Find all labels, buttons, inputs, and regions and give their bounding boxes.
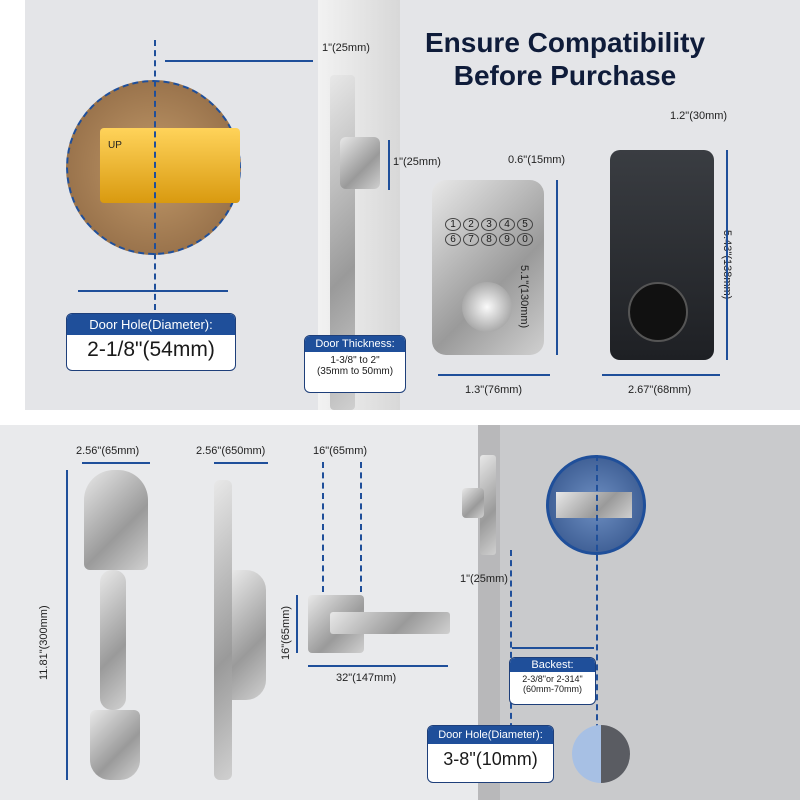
- faceplate-width-label: 1"(25mm): [322, 42, 370, 54]
- door-thickness-line1: 1-3/8" to 2": [330, 355, 380, 366]
- door-hole-header: Door Hole(Diameter):: [67, 314, 235, 335]
- lever-side-label: 16"(65mm): [280, 605, 292, 660]
- key-4[interactable]: 4: [499, 218, 515, 231]
- lever-width-line: [308, 665, 448, 667]
- backset-line: [512, 647, 594, 649]
- keypad-keys: 1 2 3 4 5 6 7 8 9 0: [445, 218, 533, 246]
- key-7[interactable]: 7: [463, 233, 479, 246]
- keypad-height-line: [556, 180, 558, 355]
- key-8[interactable]: 8: [481, 233, 497, 246]
- latch-bolt: [462, 488, 484, 518]
- bolt-length-label: 1"(25mm): [393, 156, 441, 168]
- keypad-depth-label: 0.6"(15mm): [508, 154, 566, 166]
- backset-header: Backest:: [510, 658, 595, 672]
- handle-height-label: 11.81"(300mm): [38, 605, 50, 680]
- deadbolt: [340, 137, 380, 189]
- latch-faceplate: [480, 455, 496, 555]
- handle-bottom-plate: [90, 710, 140, 780]
- door-hole-circle: [572, 725, 630, 783]
- handle-grip: [100, 570, 126, 710]
- keyhole-cylinder: [462, 282, 512, 332]
- interior-width-line: [602, 374, 720, 376]
- door-thickness-header: Door Thickness:: [305, 336, 405, 352]
- backset-line2: (60mm-70mm): [522, 684, 582, 694]
- keypad-width-line: [438, 374, 550, 376]
- keypad-width-label: 1.3"(76mm): [465, 384, 523, 396]
- latch-detail: [556, 492, 632, 518]
- door-hole-bottom-value: 3-8"(10mm): [443, 749, 538, 769]
- key-0[interactable]: 0: [517, 233, 533, 246]
- key-9[interactable]: 9: [499, 233, 515, 246]
- lever-top-label: 16"(65mm): [313, 445, 368, 457]
- key-3[interactable]: 3: [481, 218, 497, 231]
- latch-plate: [100, 128, 240, 203]
- door-thickness-line2: (35mm to 50mm): [316, 366, 394, 377]
- bolt-dim-line: [388, 140, 390, 190]
- keypad-height-label: 5.1"(130mm): [518, 265, 530, 329]
- handle-side-width-line: [214, 462, 268, 464]
- latch-up-label: UP: [108, 140, 122, 151]
- thumb-turn: [628, 282, 688, 342]
- lever-side-line: [296, 595, 298, 653]
- lever-width-label: 32"(147mm): [336, 672, 397, 684]
- interior-height-line: [726, 150, 728, 360]
- key-6[interactable]: 6: [445, 233, 461, 246]
- door-hole-box: Door Hole(Diameter): 2-1/8"(54mm): [66, 313, 236, 371]
- lever-dash-left: [322, 462, 324, 592]
- key-5[interactable]: 5: [517, 218, 533, 231]
- lever-dash-right: [360, 462, 362, 592]
- backset-box: Backest: 2-3/8"or 2-314" (60mm-70mm): [509, 657, 596, 705]
- backset-dash-right: [596, 455, 598, 780]
- door-thickness-box: Door Thickness: 1-3/8" to 2" (35mm to 50…: [304, 335, 406, 393]
- handle-side-grip: [232, 570, 266, 700]
- handle-side-width-label: 2.56"(650mm): [196, 445, 266, 457]
- center-dashline: [154, 40, 156, 310]
- interior-depth-label: 1.2"(30mm): [670, 110, 728, 122]
- key-1[interactable]: 1: [445, 218, 461, 231]
- key-2[interactable]: 2: [463, 218, 479, 231]
- title-line-2: Before Purchase: [453, 60, 677, 91]
- backset-arrow: [165, 60, 313, 62]
- handle-width-line: [82, 462, 150, 464]
- latch-face-label: 1"(25mm): [460, 573, 508, 585]
- lever-handle: [330, 612, 450, 634]
- handle-side-view: [214, 480, 232, 780]
- hole-dim-arrow: [78, 290, 228, 292]
- handle-width-label: 2.56"(65mm): [76, 445, 140, 457]
- backset-line1: 2-3/8"or 2-314": [522, 674, 583, 684]
- door-hole-bottom-header: Door Hole(Diameter):: [428, 726, 553, 744]
- handle-height-line: [66, 470, 68, 780]
- handle-top-plate: [84, 470, 148, 570]
- interior-width-label: 2.67"(68mm): [628, 384, 692, 396]
- door-hole-value: 2-1/8"(54mm): [87, 338, 215, 361]
- door-hole-box-bottom: Door Hole(Diameter): 3-8"(10mm): [427, 725, 554, 783]
- title-line-1: Ensure Compatibility: [424, 27, 706, 58]
